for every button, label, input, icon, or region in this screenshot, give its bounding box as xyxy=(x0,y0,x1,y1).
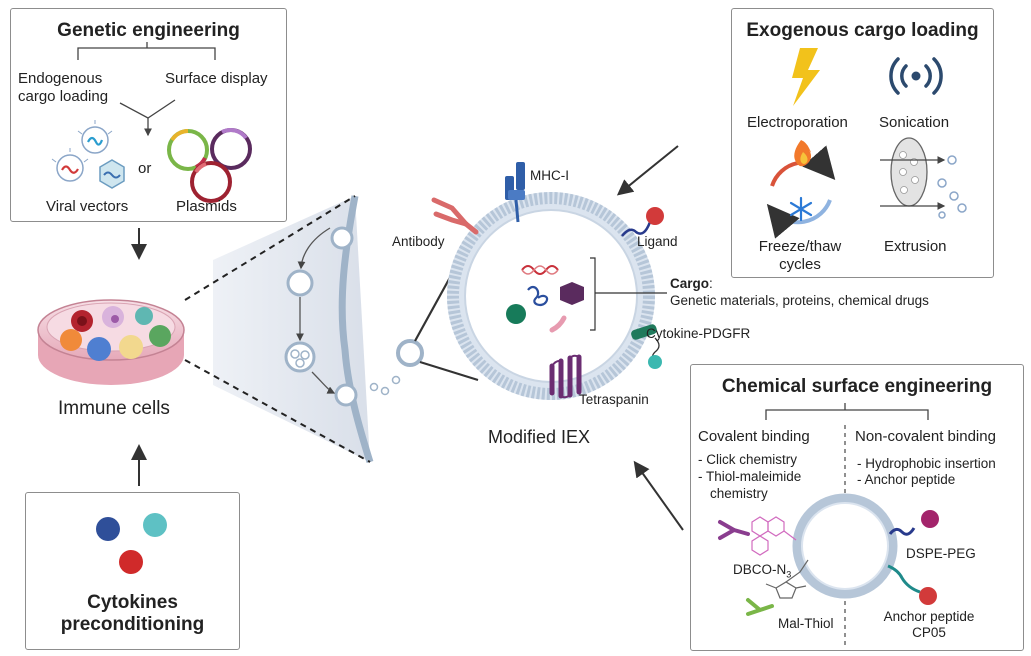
small-exosome-icon xyxy=(396,339,424,367)
dspe-peg-icon xyxy=(888,510,939,536)
immune-cells-label: Immune cells xyxy=(58,398,170,419)
cytokine-pdgfr-icon xyxy=(631,324,662,369)
extrusion-label: Extrusion xyxy=(884,238,947,255)
ligand-icon xyxy=(621,207,664,237)
noncovalent-label: Non-covalent binding xyxy=(855,428,996,445)
viral-vectors-label: Viral vectors xyxy=(46,198,129,215)
electroporation-label: Electroporation xyxy=(747,114,848,131)
cytokines-title-2: preconditioning xyxy=(60,614,205,635)
plasmids-label: Plasmids xyxy=(176,198,237,215)
tetraspanin-label: Tetraspanin xyxy=(579,392,649,407)
zoom-dash-top xyxy=(184,195,356,301)
cytokines-title-1: Cytokines xyxy=(87,592,178,613)
membrane-zoom-panel xyxy=(213,195,401,464)
petri-dish-icon xyxy=(37,299,185,385)
freeze-thaw-label-2: cycles xyxy=(779,256,821,273)
tetraspanin-icon xyxy=(549,354,582,399)
viral-vectors-icon xyxy=(51,120,125,189)
endogenous-label-2: cargo loading xyxy=(18,88,109,105)
covalent-label: Covalent binding xyxy=(698,428,810,445)
extrusion-icon xyxy=(880,137,967,219)
antibody-icon xyxy=(431,197,479,235)
sonication-icon xyxy=(889,57,943,95)
mhc-label: MHC-I xyxy=(530,168,569,183)
cargo-description: Genetic materials, proteins, chemical dr… xyxy=(670,293,929,308)
cytokine-spheres-icon xyxy=(96,513,167,574)
covalent-item-3: chemistry xyxy=(710,486,768,501)
mal-thiol-molecule-icon xyxy=(746,559,809,616)
dbco-molecule-icon xyxy=(718,516,797,556)
surface-display-label: Surface display xyxy=(165,70,268,87)
modified-iex-label: Modified IEX xyxy=(488,427,591,447)
covalent-item-2: - Thiol-maleimide xyxy=(698,469,802,484)
antibody-label: Antibody xyxy=(392,234,445,249)
cytokine-pdgfr-label: Cytokine-PDGFR xyxy=(646,326,751,341)
plasmids-icon xyxy=(167,128,252,203)
chemical-title: Chemical surface engineering xyxy=(721,376,993,397)
anchor-peptide-label-2: CP05 xyxy=(912,625,946,640)
chemical-tree-lines xyxy=(765,403,929,420)
endogenous-label-1: Endogenous xyxy=(18,70,103,87)
dspe-peg-label: DSPE-PEG xyxy=(906,546,976,561)
genetic-title: Genetic engineering xyxy=(57,20,240,41)
lightning-icon xyxy=(792,48,820,106)
arrow-exogenous-to-iex xyxy=(616,145,679,196)
genetic-engineering-panel xyxy=(10,8,287,222)
cargo-heading: Cargo: xyxy=(670,276,713,291)
anchor-peptide-icon xyxy=(887,564,937,605)
or-label: or xyxy=(138,160,152,177)
mhc-icon xyxy=(505,162,525,223)
dbco-label: DBCO-N3 xyxy=(733,562,792,580)
zoom-dash-bottom xyxy=(184,359,371,463)
sonication-label: Sonication xyxy=(879,114,950,131)
noncovalent-item-1: - Hydrophobic insertion xyxy=(857,456,996,471)
mal-thiol-label: Mal-Thiol xyxy=(778,616,834,631)
anchor-peptide-label-1: Anchor peptide xyxy=(883,609,975,624)
modified-iex-vesicle xyxy=(447,192,667,400)
chemical-exosome xyxy=(792,493,898,599)
exogenous-title: Exogenous cargo loading xyxy=(746,20,979,41)
arrow-chemical-to-iex xyxy=(633,460,684,531)
noncovalent-item-2: - Anchor peptide xyxy=(857,472,956,487)
covalent-item-1: - Click chemistry xyxy=(698,452,798,467)
freeze-thaw-label-1: Freeze/thaw xyxy=(758,238,842,255)
ligand-label: Ligand xyxy=(637,234,678,249)
freeze-thaw-icon xyxy=(766,140,836,239)
genetic-tree-lines xyxy=(77,42,216,137)
